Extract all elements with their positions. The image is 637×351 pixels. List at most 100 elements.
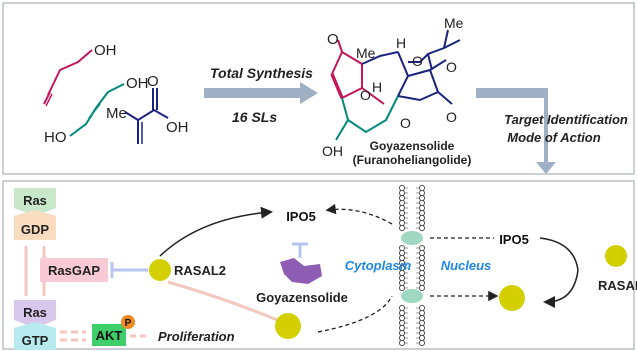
atom-o-carbonyl: O <box>446 59 457 75</box>
rasal2-left-label: RASAL2 <box>174 263 226 278</box>
arrow-label-top: Total Synthesis <box>210 65 313 81</box>
ipo5-right-label: IPO5 <box>499 232 529 247</box>
membrane-lipid <box>398 304 405 311</box>
membrane-lipid <box>418 319 425 326</box>
gtp-box <box>14 322 56 350</box>
membrane-lipid <box>418 224 425 231</box>
rasgap-box <box>40 258 108 282</box>
rasal-right-circle <box>605 245 627 267</box>
membrane-lipid <box>418 269 425 276</box>
membrane-lipid <box>398 324 405 331</box>
ras-bottom-label: Ras <box>23 305 47 320</box>
atom-me: Me <box>356 45 376 61</box>
cytoplasm-label: Cytoplasm <box>345 258 412 273</box>
product-alt-name: (Furanoheliangolide) <box>353 153 472 167</box>
rasal-right-label: RASAL <box>598 278 637 293</box>
membrane-lipid <box>398 194 405 201</box>
membrane-lipid <box>398 249 405 256</box>
membrane-lipid <box>418 249 425 256</box>
membrane-lipid <box>398 199 405 206</box>
nuclear-pore-bottom <box>401 289 423 303</box>
membrane-lipid <box>418 309 425 316</box>
atom-o-ketone: O <box>327 31 339 48</box>
synthesis-arrow <box>204 82 318 104</box>
membrane-lipid <box>418 284 425 291</box>
nucleus-label: Nucleus <box>441 258 492 273</box>
atom-oh: OH <box>322 143 343 159</box>
membrane-lipid <box>418 259 425 266</box>
ras-bottom-chevron <box>14 300 56 328</box>
membrane-lipid <box>418 324 425 331</box>
membrane-lipid <box>418 279 425 286</box>
export-line-bottom <box>317 295 393 333</box>
membrane-lipid <box>418 334 425 341</box>
product-name: Goyazensolide <box>370 139 455 153</box>
sm-oh-mid: OH <box>126 75 149 92</box>
rasgap-label: RasGAP <box>48 263 100 278</box>
membrane-lipid <box>418 274 425 281</box>
goyazensolide-structure <box>330 29 461 141</box>
cycle-arrow-top <box>539 237 579 271</box>
membrane-lipid <box>398 224 405 231</box>
membrane-lipid <box>398 284 405 291</box>
membrane-lipid <box>418 244 425 251</box>
akt-box <box>92 324 126 346</box>
ipo5-left-label: IPO5 <box>286 209 316 224</box>
membrane-lipid <box>398 279 405 286</box>
membrane-lipid <box>398 319 405 326</box>
sm-acid-oh: OH <box>166 119 189 136</box>
starting-materials <box>43 49 169 144</box>
membrane-lipid <box>398 189 405 196</box>
phospho-circle <box>121 315 135 329</box>
phospho-label: P <box>125 318 132 329</box>
atom-o-ester: O <box>412 53 423 69</box>
membrane-lipid <box>398 314 405 321</box>
atom-h-mid: H <box>372 79 382 95</box>
membrane-lipid <box>398 219 405 226</box>
goyazensolide-pathway-label: Goyazensolide <box>256 290 348 305</box>
membrane-lipid <box>398 214 405 221</box>
proliferation-label: Proliferation <box>158 329 235 344</box>
membrane-lipid <box>418 189 425 196</box>
complex-left <box>275 308 322 351</box>
membrane-lipid <box>418 254 425 261</box>
membrane-lipid <box>398 334 405 341</box>
membrane-lipid <box>418 304 425 311</box>
akt-label: AKT <box>96 328 123 343</box>
atom-me-ester: Me <box>444 15 464 31</box>
sm-me: Me <box>106 105 127 122</box>
arrow-label-bottom: 16 SLs <box>232 109 277 125</box>
membrane-lipid <box>398 209 405 216</box>
membrane-lipid <box>418 194 425 201</box>
complex-right <box>499 278 546 322</box>
membrane-lipid <box>398 204 405 211</box>
atom-o-ring: O <box>360 87 371 103</box>
cycle-arrow-bottom <box>543 269 579 308</box>
membrane-lipid <box>418 264 425 271</box>
membrane-lipid <box>418 184 425 191</box>
nuclear-membrane <box>398 184 425 346</box>
membrane-lipid <box>418 314 425 321</box>
sm-acid-o: O <box>147 73 159 90</box>
rasal2-to-ipo5-arrow <box>159 206 273 257</box>
target-line2: Mode of Action <box>507 130 600 145</box>
membrane-lipid <box>418 329 425 336</box>
goyazensolide-shape <box>280 258 322 284</box>
gdp-box <box>14 210 56 240</box>
ras-top-chevron <box>14 188 56 216</box>
sm-ho-bottom: HO <box>44 129 67 146</box>
nuclear-pore-top <box>401 231 423 245</box>
atom-o-lactone: O <box>400 115 411 131</box>
target-arrow <box>476 88 556 174</box>
target-line1: Target Identification <box>504 112 628 127</box>
sm-oh-top: OH <box>94 42 117 59</box>
membrane-lipid <box>398 329 405 336</box>
atom-o-lactone-co: O <box>446 109 457 125</box>
membrane-lipid <box>418 204 425 211</box>
membrane-lipid <box>418 209 425 216</box>
membrane-lipid <box>418 339 425 346</box>
gtp-label: GTP <box>22 333 49 348</box>
rasal2-to-complex-line <box>167 280 283 324</box>
